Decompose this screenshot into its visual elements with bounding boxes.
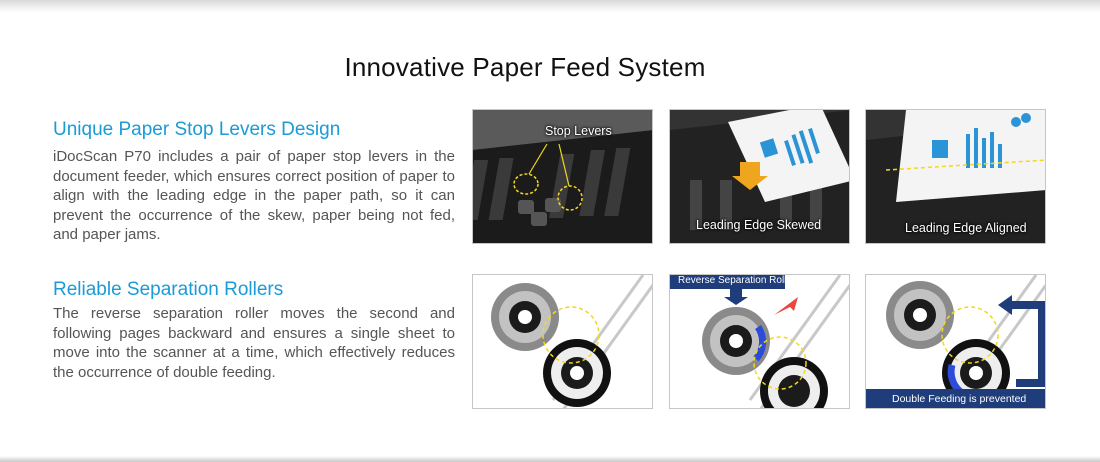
page-title: Innovative Paper Feed System bbox=[344, 52, 706, 82]
section-heading-separation-rollers: Reliable Separation Rollers bbox=[53, 279, 284, 300]
section-body-stop-levers: iDocScan P70 includes a pair of paper st… bbox=[53, 148, 455, 243]
leading-edge-aligned-image: Leading Edge Aligned bbox=[865, 109, 1046, 244]
leading-edge-aligned-caption: Leading Edge Aligned bbox=[905, 221, 1027, 235]
stop-levers-image: Stop Levers bbox=[472, 109, 653, 244]
bottom-divider bbox=[0, 456, 1100, 462]
top-shadow bbox=[0, 0, 1100, 12]
reverse-separation-roller-image: Reverse Separation Roller bbox=[669, 274, 850, 409]
section-heading-stop-levers: Unique Paper Stop Levers Design bbox=[53, 119, 341, 140]
separation-rollers-image bbox=[472, 274, 653, 409]
stop-levers-caption: Stop Levers bbox=[545, 124, 612, 138]
double-feeding-prevented-caption: Double Feeding is prevented bbox=[892, 393, 1027, 405]
leading-edge-skewed-caption: Leading Edge Skewed bbox=[696, 218, 822, 232]
leading-edge-skewed-image: Leading Edge Skewed bbox=[669, 109, 850, 244]
double-feeding-prevented-image: Double Feeding is prevented bbox=[865, 274, 1046, 409]
reverse-separation-roller-caption: Reverse Separation Roller bbox=[678, 275, 796, 286]
section-body-separation-rollers: The reverse separation roller moves the … bbox=[53, 305, 455, 381]
